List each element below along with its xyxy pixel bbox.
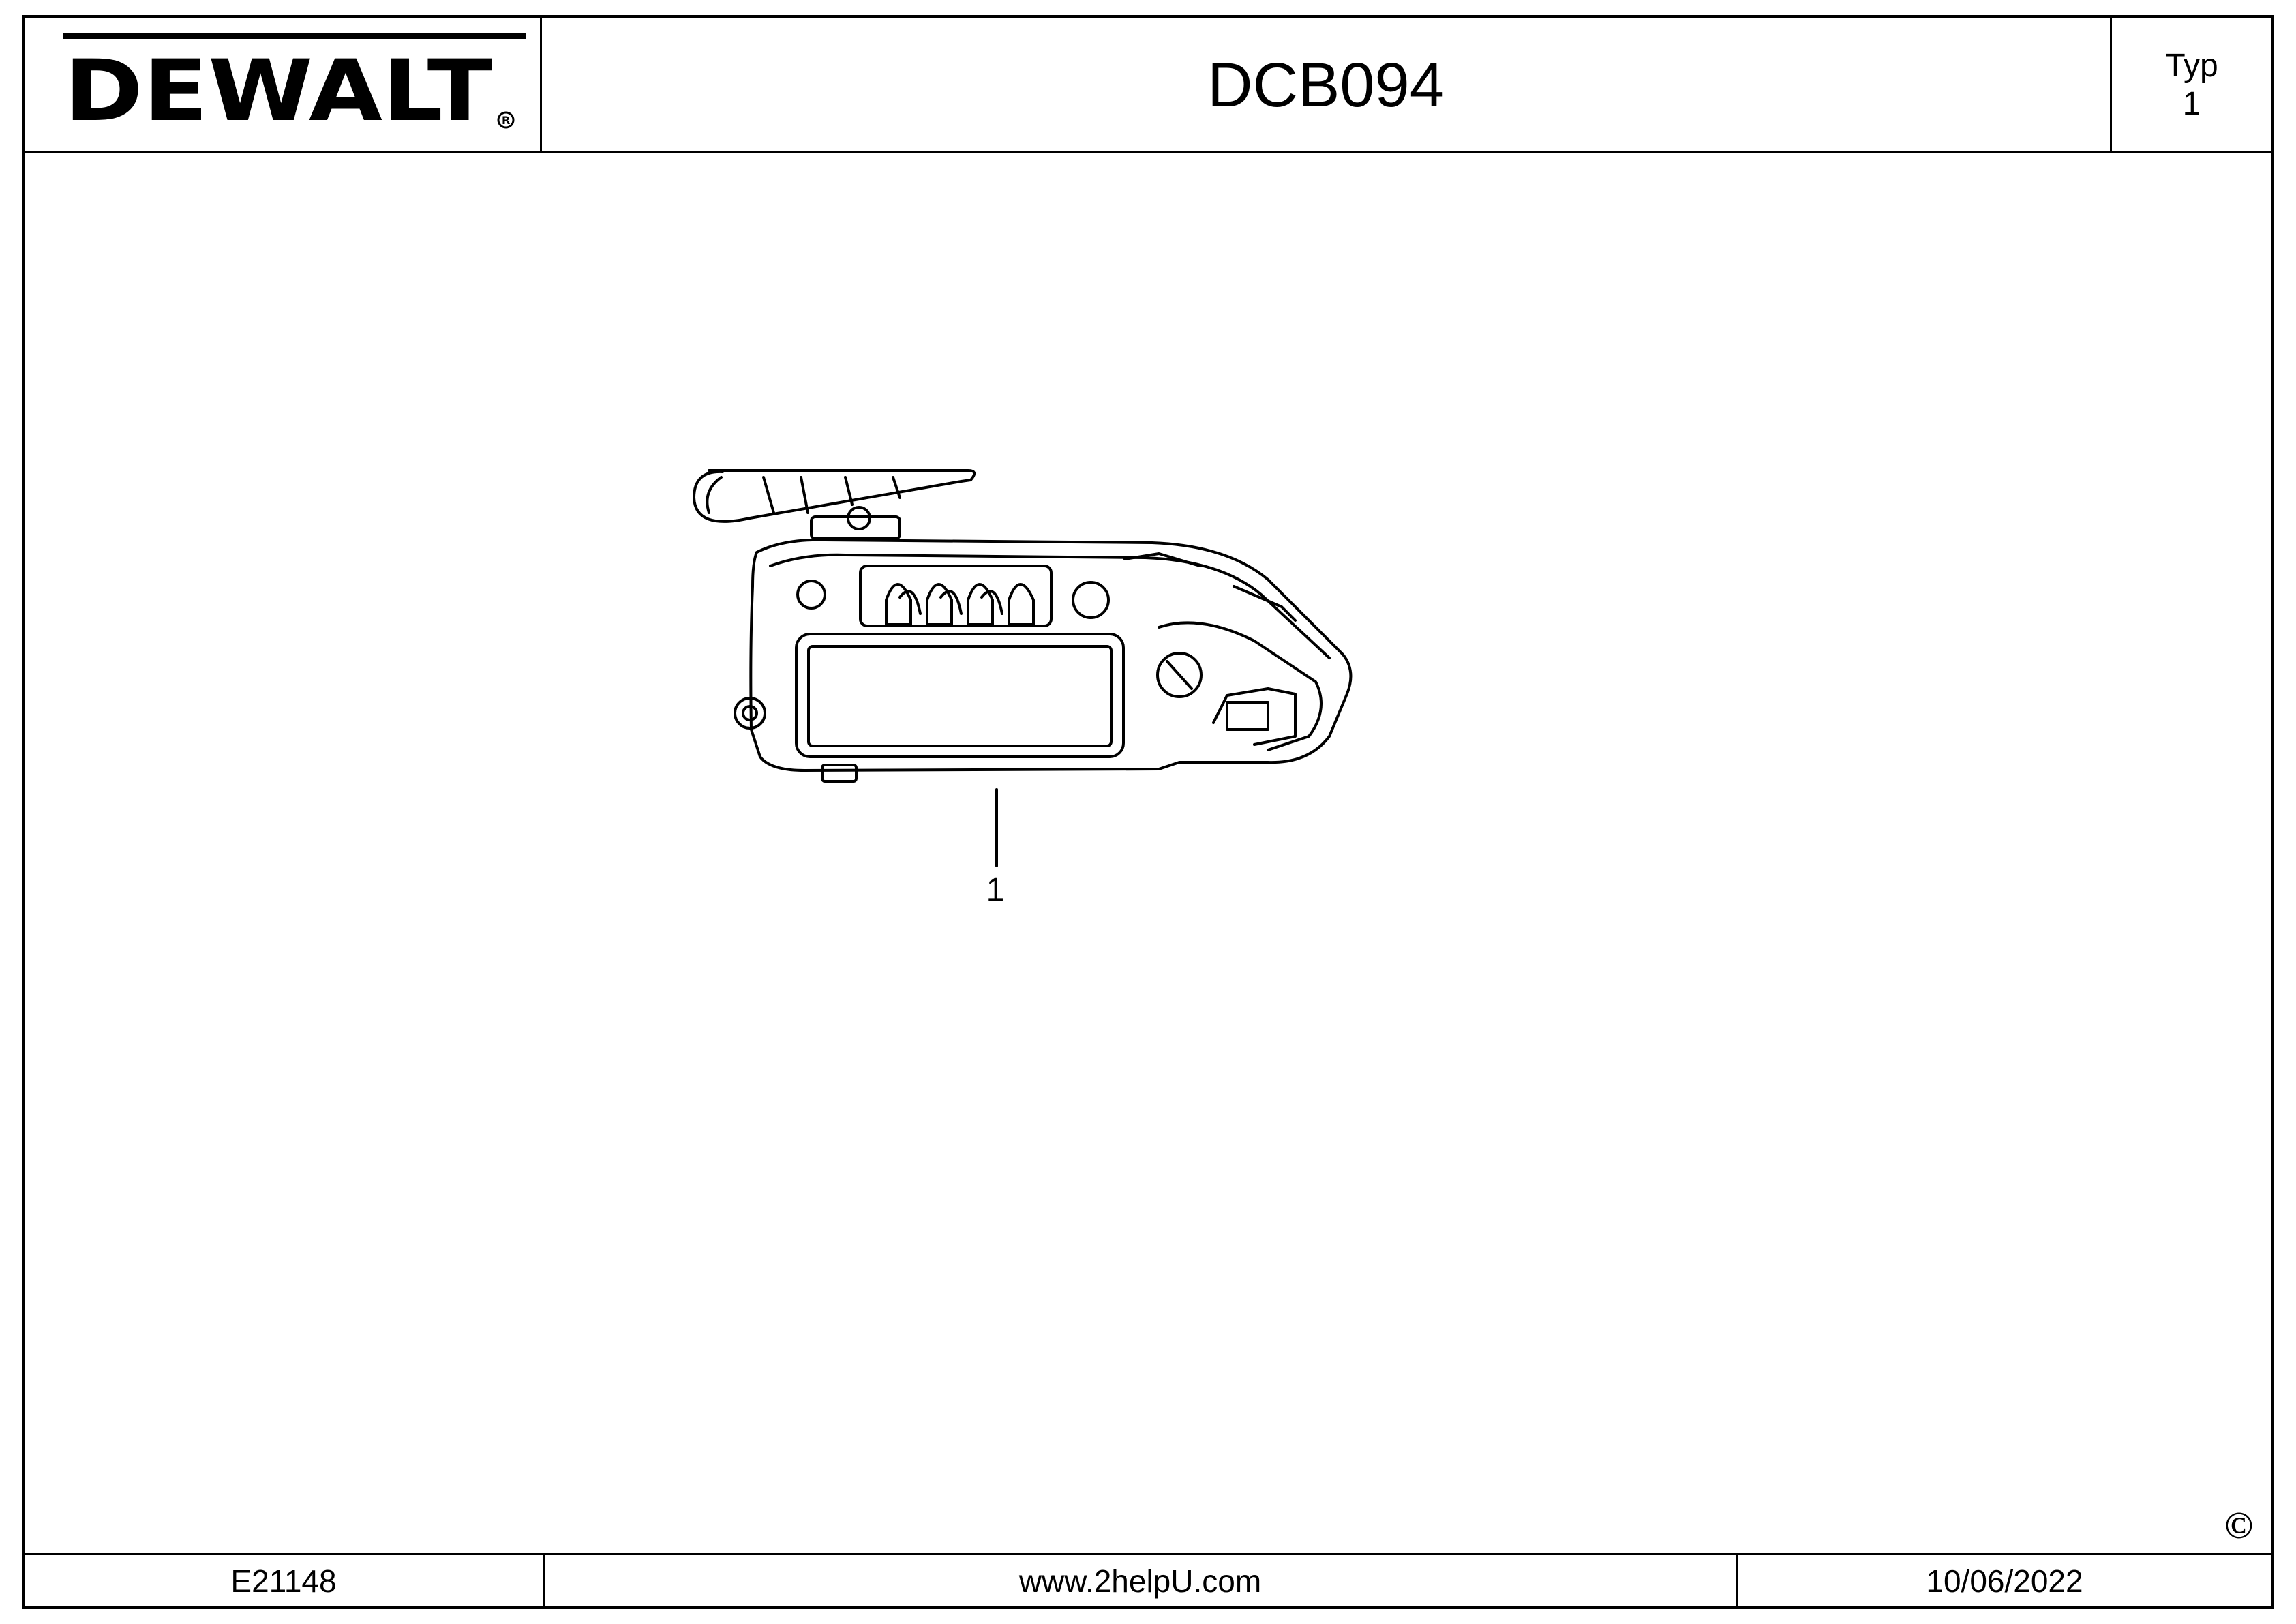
type-label: Typ (2165, 48, 2218, 84)
label-window (795, 633, 1125, 758)
callout-1: 1 (986, 872, 1005, 908)
header-divider-right (2110, 15, 2112, 153)
copyright-icon: © (2224, 1505, 2253, 1547)
type-value: 1 (2182, 86, 2201, 122)
vent-grille (859, 565, 1053, 627)
footer-drawing-number: E21148 (230, 1563, 337, 1599)
footer-divider-left (543, 1553, 545, 1609)
model-title: DCB094 (1207, 50, 1445, 120)
battery-body (749, 538, 1353, 772)
footer-divider-right (1736, 1553, 1738, 1609)
belt-clip (693, 469, 976, 523)
header-divider-left (540, 15, 542, 153)
dewalt-logo: DEWALT R (25, 18, 540, 153)
svg-text:R: R (502, 114, 510, 127)
footer-date: 10/06/2022 (1926, 1563, 2083, 1599)
type-box: Typ 1 (2112, 18, 2271, 153)
drawing-frame (22, 15, 2274, 1609)
footer-website[interactable]: www.2helpU.com (1018, 1563, 1262, 1599)
footer-divider (22, 1553, 2274, 1555)
header-divider (22, 151, 2274, 153)
svg-text:DEWALT: DEWALT (64, 42, 492, 140)
side-screw (734, 697, 766, 730)
latch-button (1156, 652, 1203, 698)
